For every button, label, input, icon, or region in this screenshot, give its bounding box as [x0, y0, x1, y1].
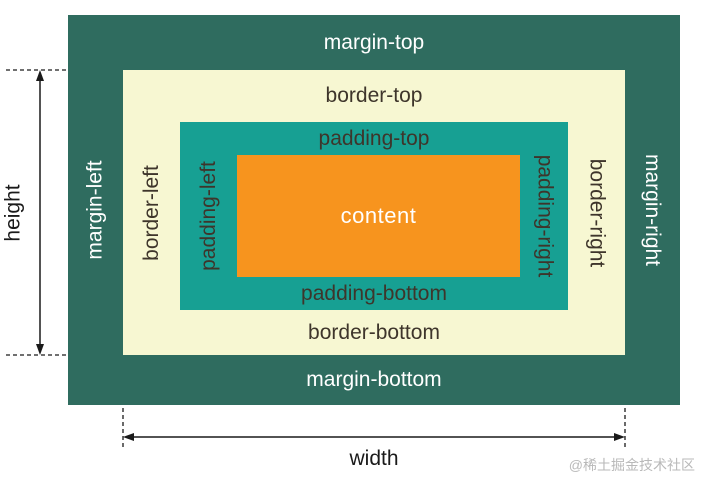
margin-left-band: margin-left: [68, 15, 123, 405]
border-top-label: border-top: [325, 84, 423, 107]
padding-top-band: padding-top: [180, 122, 568, 155]
margin-left-label: margin-left: [83, 160, 107, 260]
content-label: content: [340, 203, 417, 228]
padding-right-label: padding-right: [533, 154, 556, 278]
width-arrowhead-right: [614, 433, 625, 441]
border-left-band: border-left: [123, 70, 180, 355]
padding-area: padding-top padding-bottom padding-left …: [180, 122, 568, 310]
height-arrowhead-top: [36, 70, 44, 81]
padding-bottom-band: padding-bottom: [180, 277, 568, 310]
border-right-label: border-right: [585, 158, 609, 267]
padding-left-label: padding-left: [196, 161, 220, 271]
padding-top-label: padding-top: [318, 126, 430, 150]
margin-top-band: margin-top: [68, 15, 680, 70]
padding-left-band: padding-left: [180, 122, 237, 310]
margin-right-label: margin-right: [641, 153, 665, 267]
margin-bottom-label: margin-bottom: [306, 368, 442, 391]
height-label-text: height: [2, 183, 25, 242]
border-bottom-label: border-bottom: [308, 320, 440, 344]
margin-top-label: margin-top: [323, 30, 425, 54]
height-arrowhead-bottom: [36, 344, 44, 355]
watermark: @稀土掘金技术社区: [568, 457, 695, 473]
height-dimension-label: height: [0, 70, 28, 355]
width-label-text: width: [349, 447, 399, 470]
padding-bottom-label: padding-bottom: [301, 281, 447, 305]
border-right-band: border-right: [568, 70, 625, 355]
content-area: content: [237, 155, 520, 277]
border-left-label: border-left: [139, 164, 163, 261]
padding-right-band: padding-right: [520, 122, 568, 310]
width-arrowhead-left: [123, 433, 134, 441]
border-area: border-top border-bottom border-left bor…: [123, 70, 625, 355]
margin-area: margin-top margin-bottom margin-left mar…: [68, 15, 680, 405]
border-top-band: border-top: [123, 70, 625, 122]
margin-bottom-band: margin-bottom: [68, 355, 680, 405]
width-dimension-label: width: [123, 447, 625, 471]
margin-right-band: margin-right: [625, 15, 680, 405]
border-bottom-band: border-bottom: [123, 310, 625, 355]
